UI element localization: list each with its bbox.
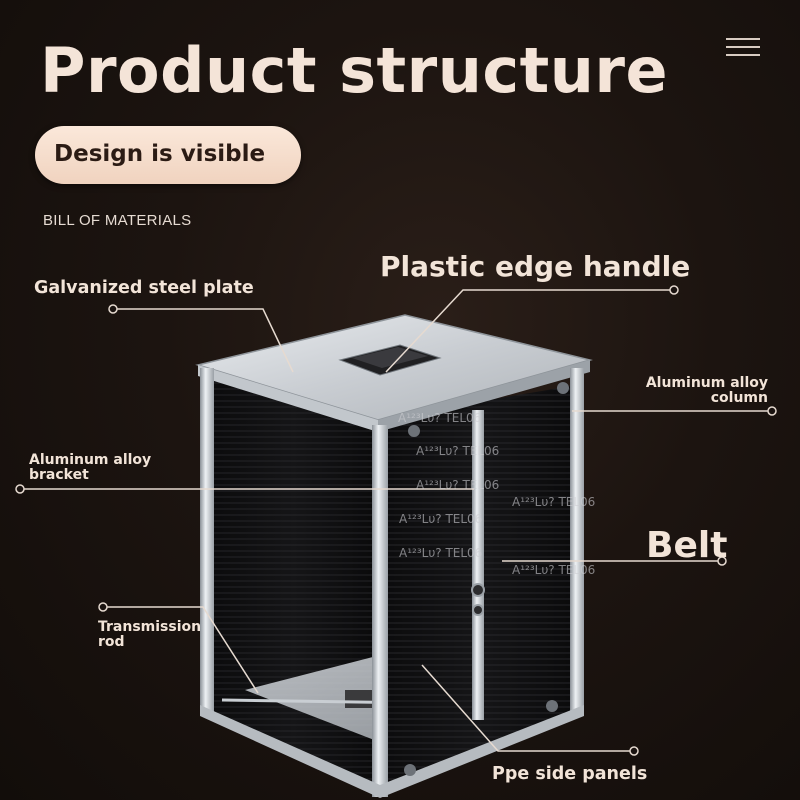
- belt-column: [472, 410, 484, 720]
- label-transmission-rod-line1: Transmission: [98, 619, 202, 635]
- hamburger-menu-icon[interactable]: [724, 36, 762, 58]
- label-galvanized-steel-plate: Galvanized steel plate: [34, 278, 254, 298]
- leader-galvanized-steel-plate: [113, 308, 294, 373]
- watermark-text: A¹²³Lυ? TEL06: [398, 411, 482, 425]
- subtitle-text: Design is visible: [54, 141, 266, 167]
- label-aluminum-alloy-bracket: Aluminum alloy bracket: [29, 452, 152, 484]
- back-right-column: [570, 368, 584, 713]
- watermark-text: A¹²³Lυ? TEL06: [416, 444, 500, 458]
- leader-ppe-side-panels: [421, 664, 634, 752]
- page-title: Product structure: [40, 34, 669, 107]
- watermark-text: A¹²³Lυ? TEL06: [399, 546, 483, 560]
- leader-plastic-edge-handle: [385, 289, 674, 373]
- watermark-text: A¹²³Lυ? TEL06: [512, 563, 596, 577]
- watermark-text: A¹²³Lυ? TEL06: [512, 495, 596, 509]
- front-left-column: [200, 368, 214, 713]
- label-aluminum-alloy-bracket-line1: Aluminum alloy: [29, 452, 152, 468]
- label-belt: Belt: [646, 525, 728, 566]
- label-aluminum-alloy-bracket-line2: bracket: [29, 467, 89, 484]
- label-transmission-rod: Transmission rod: [98, 619, 202, 651]
- label-plastic-edge-handle: Plastic edge handle: [380, 250, 691, 283]
- leader-transmission-rod: [103, 606, 259, 694]
- watermark-text: A¹²³Lυ? TEL06: [399, 512, 483, 526]
- label-aluminum-alloy-column-line1: Aluminum alloy: [645, 375, 768, 391]
- label-aluminum-alloy-column: Aluminum alloy column: [645, 375, 768, 407]
- label-transmission-rod-line2: rod: [98, 634, 125, 651]
- front-right-column: [372, 425, 388, 797]
- label-ppe-side-panels: Ppe side panels: [492, 764, 648, 784]
- watermark-text: A¹²³Lυ? TEL06: [416, 478, 500, 492]
- subtitle-pill: Design is visible: [35, 126, 301, 184]
- label-aluminum-alloy-column-line2: column: [710, 390, 768, 407]
- section-label: BILL OF MATERIALS: [43, 212, 192, 229]
